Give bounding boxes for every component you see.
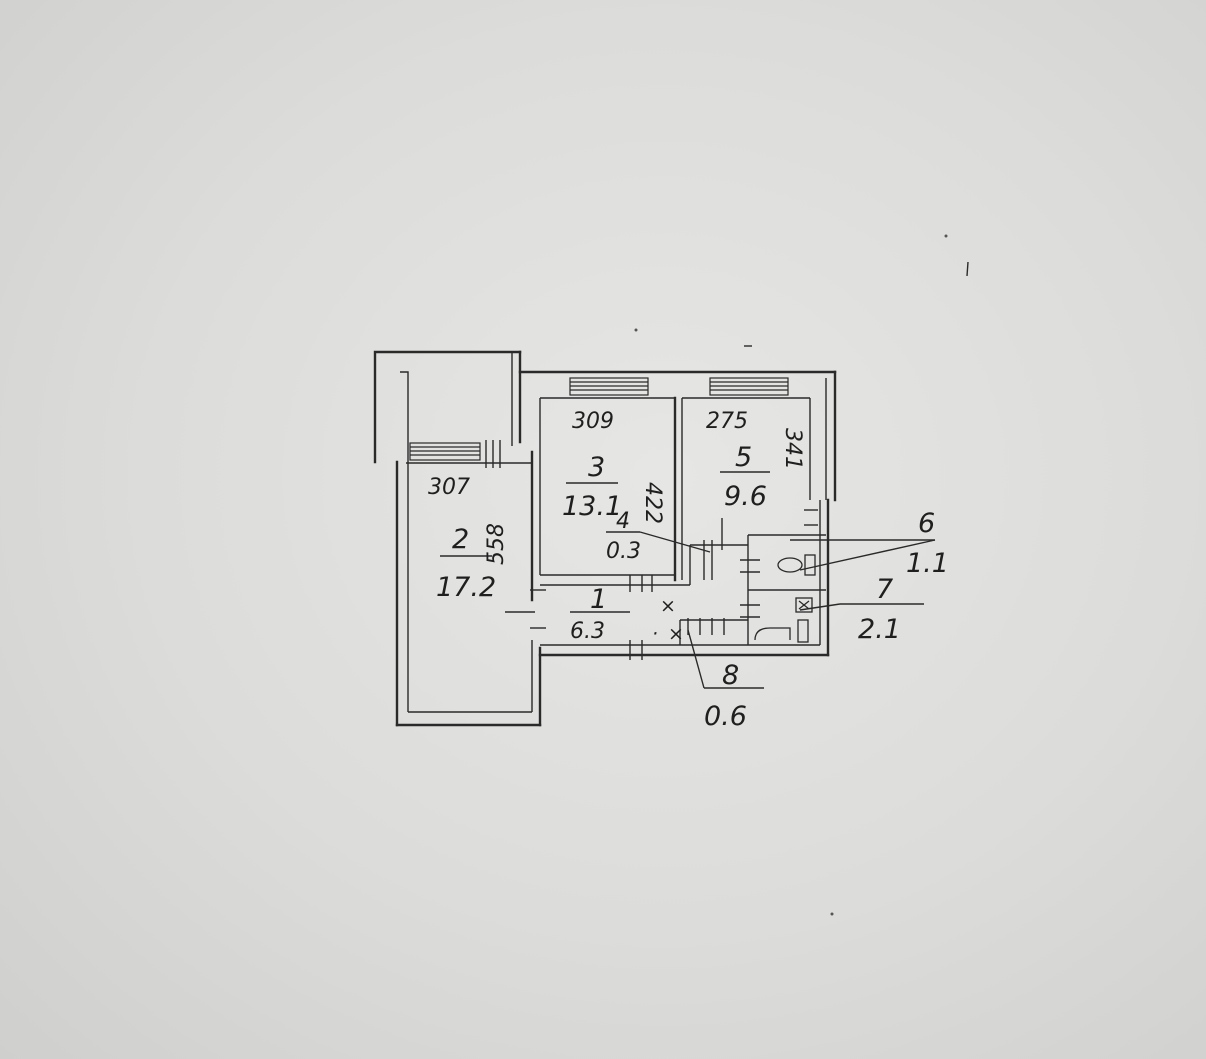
room-3-label: 3 13.1 xyxy=(562,452,622,522)
svg-text:·: · xyxy=(652,623,658,645)
room-number: 3 xyxy=(588,452,605,483)
dimension-room5-length: 341 xyxy=(780,428,805,470)
window-room3 xyxy=(569,377,649,396)
room-area: 2.1 xyxy=(858,614,901,645)
dimension-room3-width: 309 xyxy=(572,409,614,434)
vent-marks: × · × xyxy=(652,595,684,645)
room-number: 8 xyxy=(722,660,739,691)
room-area: 6.3 xyxy=(570,619,605,644)
fraction-bars xyxy=(440,471,935,689)
room-number: 7 xyxy=(876,574,893,605)
room-2-label: 2 17.2 xyxy=(436,524,496,603)
bathtub-fixture xyxy=(754,597,813,643)
room-6-label: 6 1.1 xyxy=(906,508,949,579)
leader-lines xyxy=(505,531,936,689)
balcony xyxy=(373,350,522,712)
outer-walls xyxy=(395,370,837,727)
paper-specks xyxy=(634,234,969,916)
room-8-label: 8 0.6 xyxy=(704,660,747,732)
room-5-label: 5 9.6 xyxy=(724,442,767,512)
room-area: 0.3 xyxy=(606,539,641,564)
window-room2 xyxy=(409,442,481,461)
room-number: 6 xyxy=(918,508,935,539)
door-marks xyxy=(485,440,818,660)
toilet-fixture xyxy=(777,554,816,576)
room-area: 9.6 xyxy=(724,481,767,512)
room-area: 1.1 xyxy=(906,548,949,579)
room-4-label: 4 0.3 xyxy=(606,509,641,564)
room-number: 2 xyxy=(452,524,469,555)
svg-text:×: × xyxy=(668,623,684,645)
dimension-room3-length: 422 xyxy=(640,482,665,524)
room-area: 0.6 xyxy=(704,701,747,732)
window-room5 xyxy=(709,377,789,396)
room-area: 17.2 xyxy=(436,572,496,603)
dimension-room2-length: 558 xyxy=(484,523,509,565)
svg-text:×: × xyxy=(660,595,676,617)
room-number: 4 xyxy=(616,509,630,534)
room-area: 13.1 xyxy=(562,491,622,522)
dimension-room5-width: 275 xyxy=(706,409,748,434)
room-number: 1 xyxy=(590,584,607,615)
dimension-room2-width: 307 xyxy=(428,475,470,500)
room-7-label: 7 2.1 xyxy=(858,574,901,645)
room-1-label: 1 6.3 xyxy=(570,584,607,644)
room-number: 5 xyxy=(735,442,752,473)
